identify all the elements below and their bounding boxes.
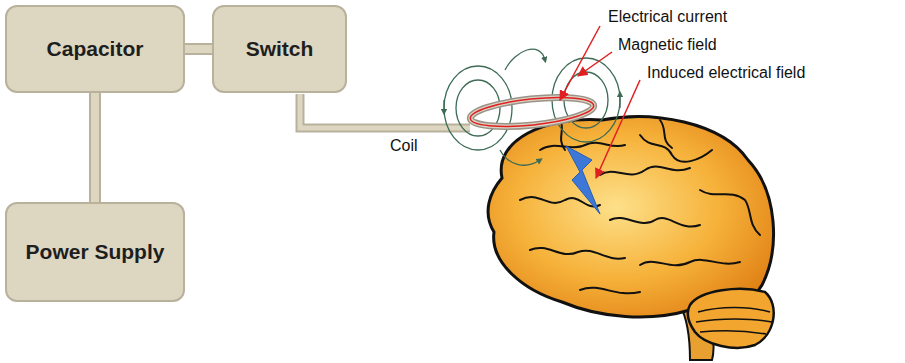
connector-tube	[185, 49, 212, 50]
component-box: Capacitor	[5, 5, 185, 93]
brain	[488, 117, 774, 360]
component-box: Switch	[212, 5, 347, 93]
connector-tube	[95, 93, 96, 202]
component-box: Power Supply	[5, 202, 185, 302]
annotation-label: Magnetic field	[616, 36, 719, 54]
annotation-label: Electrical current	[606, 8, 729, 26]
component-label: Power Supply	[26, 240, 165, 264]
connector-outline	[89, 93, 101, 202]
connector-outline	[185, 43, 212, 55]
component-label: Switch	[246, 37, 314, 61]
coil	[469, 93, 595, 132]
induced-field-bolt	[566, 146, 600, 214]
connector-fill	[91, 93, 99, 202]
annotation-label: Induced electrical field	[645, 64, 807, 82]
component-label: Capacitor	[47, 37, 144, 61]
annotation-label: Coil	[388, 137, 420, 155]
magnetic-field-lines	[444, 49, 620, 165]
connector-fill	[185, 45, 212, 53]
